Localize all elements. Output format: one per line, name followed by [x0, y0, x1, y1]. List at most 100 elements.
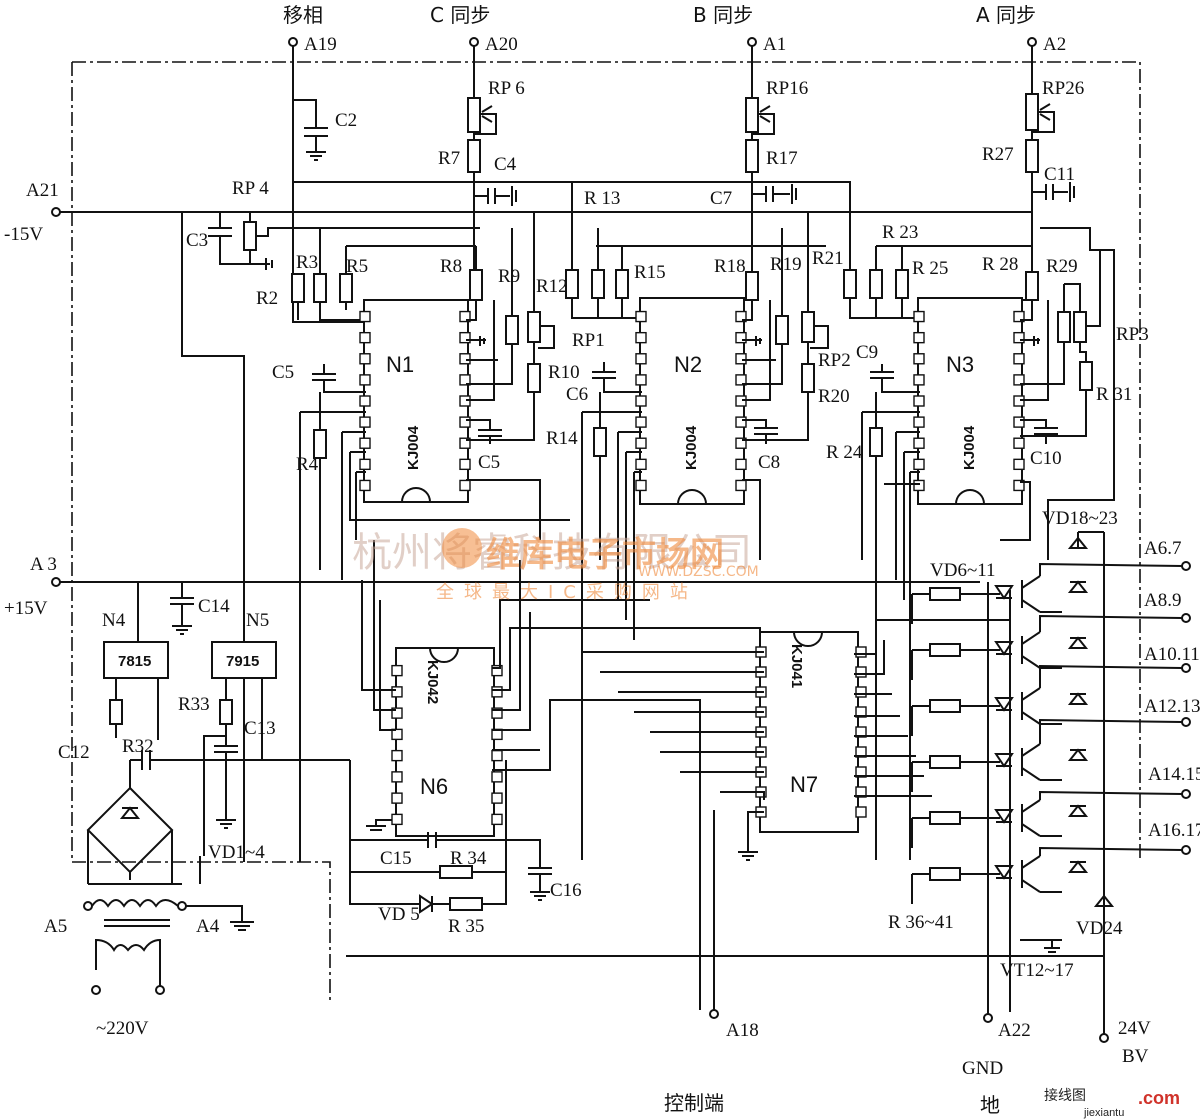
power-section: A 3 +15V C14 N4 7815 R32 N5 7915 R33 C13… — [4, 554, 980, 1039]
rp4-label: RP 4 — [232, 178, 269, 199]
ic-pin — [913, 479, 925, 492]
board-outline — [71, 61, 1141, 1000]
r24-label: R 24 — [826, 442, 863, 463]
ic-pin — [635, 353, 647, 365]
rp16-label: RP16 — [766, 78, 808, 99]
ic-pin — [913, 353, 925, 365]
a3-label: A 3 — [30, 554, 57, 575]
n6-part: KJ042 — [424, 660, 441, 704]
a16-label: A16.17 — [1148, 820, 1200, 841]
ic-pin — [491, 707, 503, 719]
a14-label: A14.15 — [1148, 764, 1200, 785]
r14-label: R14 — [546, 428, 578, 449]
a21-label: A21 — [26, 180, 59, 201]
ic-pin — [913, 458, 925, 471]
ic-pin — [735, 458, 747, 471]
n7-label: N7 — [790, 772, 818, 797]
ic-pin — [491, 771, 503, 783]
n5-label: N5 — [246, 610, 269, 631]
ic-pin — [913, 374, 925, 386]
base-resistor — [929, 643, 961, 657]
c14-label: C14 — [198, 596, 230, 617]
c15-label: C15 — [380, 848, 412, 869]
transistor-icon — [1021, 664, 1183, 725]
r9-label: R9 — [498, 266, 520, 287]
ic-pin — [913, 331, 925, 344]
right-terminals: A6.7 A8.9 A10.11 A12.13 A14.15 A16.17 — [1144, 538, 1200, 855]
vd14-label: VD1~4 — [208, 842, 265, 863]
r29-label: R29 — [1046, 256, 1078, 277]
vd1823-label: VD18~23 — [1042, 508, 1118, 529]
r2-label: R2 — [256, 288, 278, 309]
ic-pin — [735, 374, 747, 386]
n3-part: KJ004 — [961, 425, 978, 470]
r28-label: R 28 — [982, 254, 1018, 275]
r23-label: R 23 — [882, 222, 918, 243]
c6-label: C6 — [566, 384, 588, 405]
ic-pin — [491, 749, 503, 762]
ic-pin — [359, 479, 371, 492]
ic-pin — [359, 353, 371, 365]
c5b-label: C5 — [478, 452, 500, 473]
r27-label: R27 — [982, 144, 1014, 165]
corner-logo-com: .com — [1138, 1088, 1180, 1108]
base-resistor — [929, 587, 961, 601]
r15-label: R15 — [634, 262, 666, 283]
ic-pin — [735, 310, 747, 323]
r7-label: R7 — [438, 148, 460, 169]
n4-label: N4 — [102, 610, 126, 631]
ic-pin — [491, 686, 503, 698]
n3-label: N3 — [946, 352, 974, 377]
v24-label: 24V — [1118, 1018, 1151, 1039]
ground-label: 地 — [980, 1093, 1000, 1117]
vd24-label: VD24 — [1076, 918, 1123, 939]
output-stage: VD6~11 VD18~23 R 36~41 VD24 VT12~17 — [346, 508, 1183, 1034]
ic-pin — [491, 792, 503, 804]
rp3-label: RP3 — [1116, 324, 1149, 345]
vd611-label: VD6~11 — [930, 560, 996, 581]
r8-label: R8 — [440, 256, 462, 277]
n1-chip — [363, 299, 469, 503]
ic-pin — [1013, 479, 1025, 492]
ic-pin — [913, 395, 925, 407]
ic-pin — [913, 310, 925, 323]
ic-pin — [459, 416, 471, 428]
n1-region: R2 R3 R5 N1 KJ004 C5 R4 R8 R9 R12 RP1 R1… — [256, 212, 605, 862]
ac220-label: ~220V — [96, 1018, 149, 1039]
r34-label: R 34 — [450, 848, 487, 869]
reg-7915 — [211, 641, 277, 679]
c16-label: C16 — [550, 880, 582, 901]
ic-pin — [391, 686, 403, 698]
c3-label: C3 — [186, 230, 208, 251]
ic-pin — [1013, 458, 1025, 471]
ic-pin — [391, 792, 403, 804]
diode-icon — [1067, 804, 1089, 817]
c4-label: C4 — [494, 154, 517, 175]
c12-label: C12 — [58, 742, 90, 763]
a20-label: A20 — [485, 34, 518, 55]
r32-label: R32 — [122, 736, 154, 757]
ic-pin — [1013, 310, 1025, 323]
base-resistor — [929, 699, 961, 713]
ic-pin — [1013, 437, 1025, 449]
r4-label: R4 — [296, 454, 319, 475]
ic-pin — [1013, 416, 1025, 428]
n3-region: R 23 R 25 N3 KJ004 C9 R 24 R 28 R29 RP3 … — [826, 212, 1149, 860]
a18-label: A18 — [726, 1020, 759, 1041]
ic-pin — [735, 353, 747, 365]
n6-label: N6 — [420, 774, 448, 799]
diode-icon — [1067, 580, 1089, 593]
c7-label: C7 — [710, 188, 732, 209]
ic-pin — [913, 437, 925, 449]
ic-pin — [735, 479, 747, 492]
b-sync-label: B 同步 — [693, 3, 753, 27]
watermark-company: 杭州将睿科技有限公司 — [352, 530, 752, 576]
diode-icon — [994, 697, 1014, 712]
rp26-label: RP26 — [1042, 78, 1084, 99]
ic-pin — [735, 416, 747, 428]
r18-label: R18 — [714, 256, 746, 277]
diode-icon — [994, 585, 1014, 600]
r10-label: R10 — [548, 362, 580, 383]
ic-pin — [459, 374, 471, 386]
